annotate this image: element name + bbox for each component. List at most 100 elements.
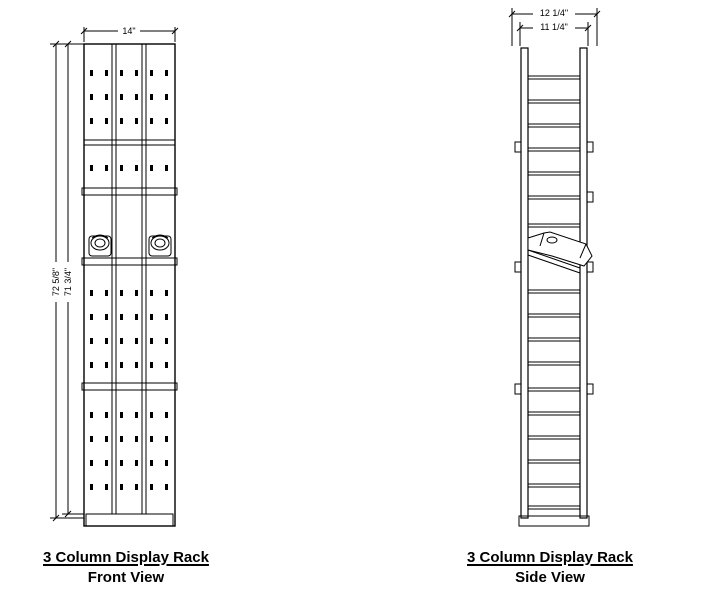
side-slat bbox=[527, 123, 581, 128]
peg-hole bbox=[150, 94, 153, 100]
peg-hole bbox=[105, 314, 108, 320]
peg-hole bbox=[105, 460, 108, 466]
peg-hole bbox=[120, 362, 123, 368]
peg-hole bbox=[150, 290, 153, 296]
peg-hole bbox=[90, 314, 93, 320]
peg-hole bbox=[165, 70, 168, 76]
front-width-dimension: 14" bbox=[80, 25, 179, 42]
peg-hole bbox=[165, 484, 168, 490]
peg-hole bbox=[135, 460, 138, 466]
peg-hole bbox=[105, 70, 108, 76]
peg-hole bbox=[165, 290, 168, 296]
front-width-label: 14" bbox=[122, 26, 135, 36]
side-slat bbox=[527, 505, 581, 510]
peg-hole bbox=[120, 165, 123, 171]
side-slat bbox=[527, 147, 581, 152]
side-slat bbox=[527, 223, 581, 228]
peg-hole bbox=[150, 460, 153, 466]
peg-hole bbox=[165, 118, 168, 124]
peg-hole bbox=[120, 436, 123, 442]
peg-hole bbox=[150, 165, 153, 171]
peg-hole bbox=[105, 94, 108, 100]
peg-hole bbox=[120, 314, 123, 320]
peg-hole bbox=[105, 290, 108, 296]
side-slat bbox=[527, 313, 581, 318]
peg-hole bbox=[135, 70, 138, 76]
front-display-bottles bbox=[88, 234, 172, 257]
peg-hole bbox=[105, 412, 108, 418]
front-view-caption: 3 Column Display Rack Front View bbox=[0, 548, 256, 588]
peg-hole bbox=[120, 412, 123, 418]
side-base bbox=[518, 515, 590, 527]
peg-hole bbox=[90, 118, 93, 124]
peg-hole bbox=[150, 412, 153, 418]
side-slats bbox=[527, 75, 581, 510]
peg-hole bbox=[105, 338, 108, 344]
peg-hole bbox=[165, 412, 168, 418]
front-peg-holes bbox=[90, 70, 168, 490]
side-depth-dimensions: 12 1/4" 11 1/4" bbox=[508, 8, 601, 46]
front-height-outer-label: 72 5/8" bbox=[51, 268, 61, 296]
peg-hole bbox=[135, 290, 138, 296]
peg-hole bbox=[90, 484, 93, 490]
peg-hole bbox=[90, 338, 93, 344]
side-slat bbox=[527, 99, 581, 104]
peg-hole bbox=[90, 412, 93, 418]
front-shelves bbox=[81, 139, 178, 391]
peg-hole bbox=[90, 362, 93, 368]
front-column-dividers bbox=[111, 44, 147, 514]
peg-hole bbox=[120, 484, 123, 490]
bottle-right bbox=[148, 234, 172, 257]
peg-hole bbox=[120, 460, 123, 466]
side-caption-title: 3 Column Display Rack bbox=[467, 549, 633, 566]
peg-hole bbox=[135, 412, 138, 418]
peg-hole bbox=[90, 94, 93, 100]
peg-hole bbox=[120, 338, 123, 344]
side-slat bbox=[527, 361, 581, 366]
side-view: 12 1/4" 11 1/4" bbox=[508, 8, 601, 527]
front-caption-subtitle: Front View bbox=[87, 569, 165, 586]
side-post-tabs bbox=[514, 141, 594, 395]
peg-hole bbox=[135, 94, 138, 100]
peg-hole bbox=[105, 484, 108, 490]
side-depth-outer-label: 12 1/4" bbox=[540, 8, 568, 18]
peg-hole bbox=[165, 338, 168, 344]
side-depth-inner-label: 11 1/4" bbox=[540, 22, 568, 32]
peg-hole bbox=[105, 362, 108, 368]
peg-hole bbox=[165, 165, 168, 171]
front-height-dimension: 72 5/8" 71 3/4" bbox=[50, 40, 84, 522]
peg-hole bbox=[135, 484, 138, 490]
front-outer-frame bbox=[83, 43, 176, 527]
side-slat bbox=[527, 337, 581, 342]
peg-hole bbox=[165, 362, 168, 368]
side-front-post bbox=[520, 47, 529, 519]
side-slat bbox=[527, 171, 581, 176]
front-caption-title: 3 Column Display Rack bbox=[43, 549, 209, 566]
side-view-caption: 3 Column Display Rack Side View bbox=[420, 548, 680, 588]
side-slat bbox=[527, 435, 581, 440]
peg-hole bbox=[90, 290, 93, 296]
peg-hole bbox=[90, 70, 93, 76]
peg-hole bbox=[135, 362, 138, 368]
peg-hole bbox=[120, 118, 123, 124]
side-slat bbox=[527, 387, 581, 392]
peg-hole bbox=[150, 484, 153, 490]
peg-hole bbox=[135, 314, 138, 320]
side-slat bbox=[527, 195, 581, 200]
peg-hole bbox=[135, 436, 138, 442]
peg-hole bbox=[150, 362, 153, 368]
peg-hole bbox=[105, 118, 108, 124]
side-slat bbox=[527, 411, 581, 416]
peg-hole bbox=[120, 70, 123, 76]
peg-hole bbox=[105, 165, 108, 171]
peg-hole bbox=[150, 436, 153, 442]
peg-hole bbox=[150, 118, 153, 124]
peg-hole bbox=[150, 314, 153, 320]
peg-hole bbox=[90, 165, 93, 171]
side-caption-subtitle: Side View bbox=[515, 569, 585, 586]
peg-hole bbox=[90, 436, 93, 442]
side-slat bbox=[527, 459, 581, 464]
front-base bbox=[85, 513, 174, 527]
peg-hole bbox=[135, 338, 138, 344]
